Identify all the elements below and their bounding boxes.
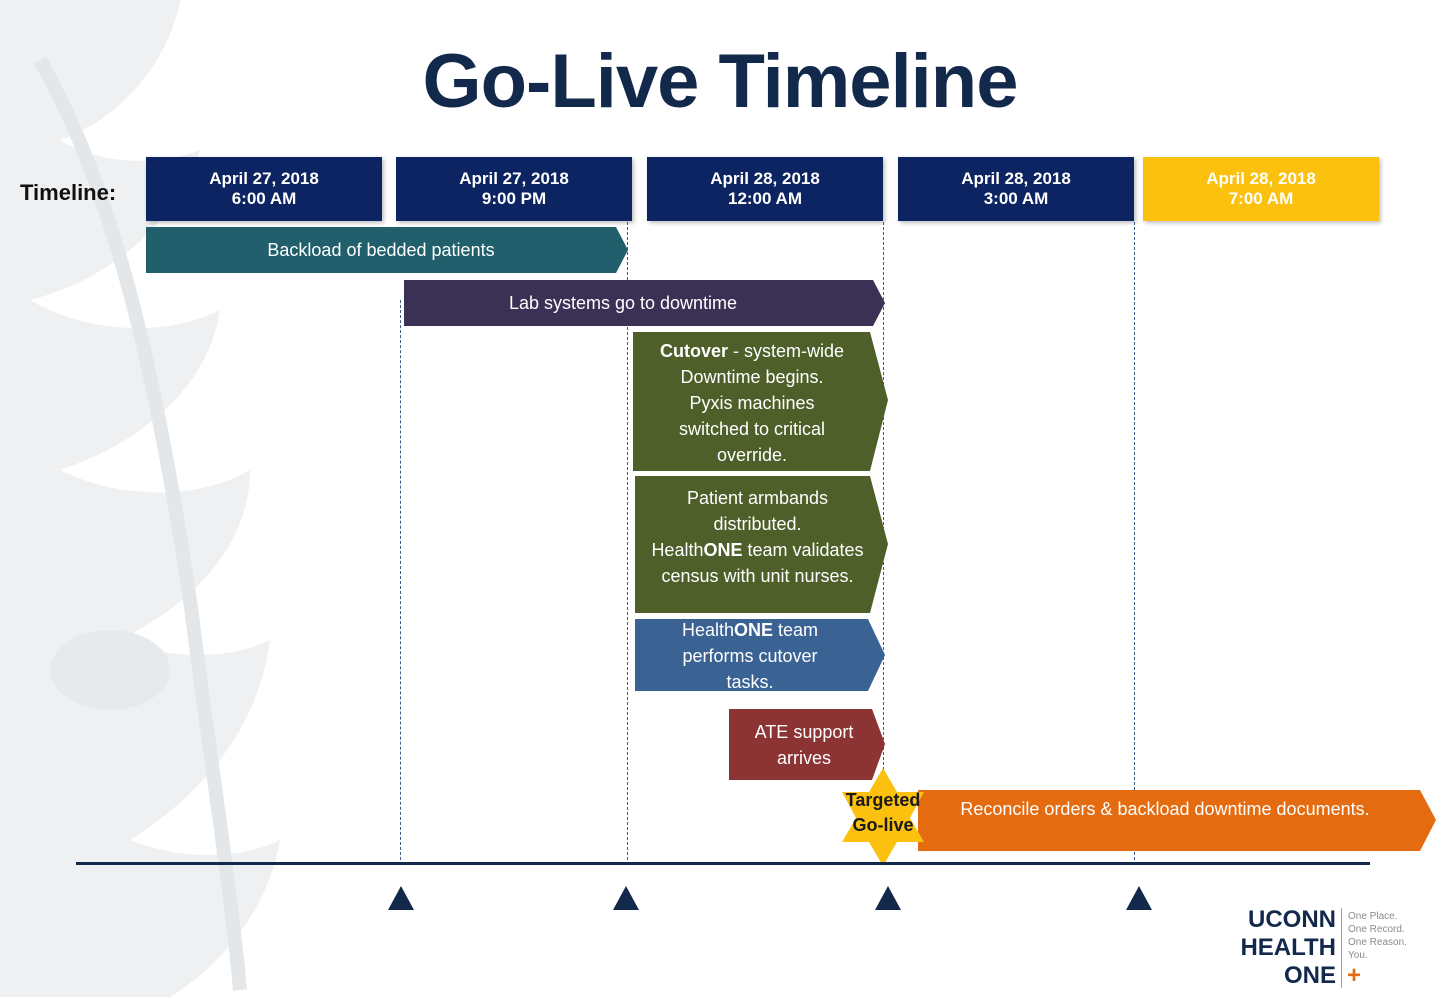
ate-line1: ATE support [754,722,854,742]
armbands-health: Health [651,540,704,560]
column-date: April 28, 2018 [961,169,1071,188]
healthone-one: ONE [733,620,773,640]
ate-bar-shape [729,709,885,780]
column-header-2: April 27, 2018 9:00 PM [396,157,632,221]
healthone-bar-shape [635,619,885,691]
backload-label: Backload of bedded patients [267,240,495,260]
backload-bar: Backload of bedded patients [146,227,616,273]
axis-marker-triangle-icon [1126,886,1152,910]
golive-star-shape [842,768,924,866]
timeline-axis [76,862,1370,865]
logo-uconn: UCONN [1248,906,1336,933]
healthone-bar: HealthONE team performs cutover tasks. [635,617,865,695]
armbands-line1: Patient armbands [686,488,829,508]
reconcile-bar-shape [918,790,1436,851]
cutover-bold: Cutover [659,341,728,361]
reconcile-label: Reconcile orders & backload downtime doc… [960,799,1370,819]
column-header-5: April 28, 2018 7:00 AM [1143,157,1379,221]
column-time: 6:00 AM [231,189,297,208]
logo-one-text: ONE [1283,962,1336,989]
golive-label: Targeted Go-live [838,788,928,838]
backload-bar-shape [146,227,628,273]
cutover-line5: override. [716,445,788,465]
cutover-bar-shape [633,332,888,471]
column-header-1: April 27, 2018 6:00 AM [146,157,382,221]
column-date: April 28, 2018 [1206,169,1316,188]
axis-marker-triangle-icon [613,886,639,910]
ate-bar: ATE support arrives [729,716,879,774]
logo-plus-icon: + [1347,962,1362,989]
logo-divider [1341,908,1342,988]
guide-line-3am [883,222,884,770]
healthone-line3: tasks. [726,672,774,692]
cutover-bar: Cutover - system-wide Downtime begins. P… [633,337,871,469]
logo-tag-3: One Reason. [1348,937,1407,948]
armbands-line4: census with unit nurses. [661,566,854,586]
column-date: April 28, 2018 [710,169,820,188]
column-time: 7:00 AM [1228,189,1294,208]
cutover-line4: switched to critical [678,419,826,439]
logo-tagline: One Place. One Record. One Reason. You. [1348,910,1428,962]
column-time: 9:00 PM [481,189,547,208]
golive-line2: Go-live [852,815,914,835]
timeline-label: Timeline: [20,180,117,205]
column-date: April 27, 2018 [209,169,319,188]
logo-tag-1: One Place. [1348,911,1398,922]
cutover-line3: Pyxis machines [689,393,815,413]
logo-tag-4: You. [1348,950,1368,961]
cutover-line2: Downtime begins. [680,367,824,387]
golive-line1: Targeted [845,790,921,810]
healthone-team: team [773,620,819,640]
guide-line-12am [627,222,628,860]
cutover-line1: - system-wide [728,341,845,361]
lab-bar: Lab systems go to downtime [404,280,842,326]
armbands-bar: Patient armbands distributed. HealthONE … [635,484,880,590]
page-title: Go-Live Timeline [422,39,1019,124]
healthone-line2: performs cutover [682,646,818,666]
guide-line-9pm [400,300,401,860]
lab-label: Lab systems go to downtime [508,293,738,313]
column-time: 3:00 AM [983,189,1049,208]
column-header-4: April 28, 2018 3:00 AM [898,157,1134,221]
armbands-bar-shape [635,476,888,613]
logo-health: HEALTH [1240,934,1336,961]
guide-line-7am [1134,222,1135,860]
column-time: 12:00 AM [727,189,802,208]
axis-marker-triangle-icon [875,886,901,910]
column-date: April 27, 2018 [459,169,569,188]
column-header-3: April 28, 2018 12:00 AM [647,157,883,221]
axis-marker-triangle-icon [388,886,414,910]
healthone-health: Health [681,620,734,640]
armbands-line2: distributed. [713,514,802,534]
lab-bar-shape [404,280,885,326]
armbands-line3: team validates [742,540,864,560]
ate-line2: arrives [776,748,831,768]
logo-tag-2: One Record. [1348,924,1405,935]
reconcile-bar: Reconcile orders & backload downtime doc… [928,793,1402,825]
armbands-one: ONE [703,540,743,560]
logo-one: ONE [1230,962,1336,990]
uconn-healthone-logo: UCONN HEALTH ONE [1230,906,1336,990]
